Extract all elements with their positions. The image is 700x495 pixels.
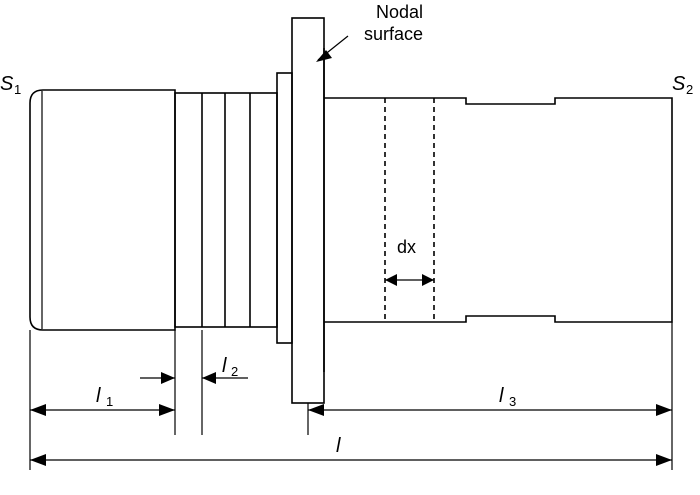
l-arrowhead-left — [30, 454, 46, 466]
l3-subscript: 3 — [509, 394, 516, 409]
l3-label: l — [499, 385, 504, 407]
l1-arrowhead-left — [30, 404, 46, 416]
l-label: l — [336, 435, 341, 457]
s2-label: S — [672, 73, 686, 95]
l3-arrowhead-left — [308, 404, 324, 416]
l3-arrowhead-right — [656, 404, 672, 416]
dx-arrowhead-right — [422, 274, 434, 286]
nodal-label-line1: Nodal — [376, 2, 423, 22]
nodal-pointer-head — [316, 50, 332, 62]
flange-outer — [291, 17, 325, 404]
l2-label: l — [222, 355, 227, 377]
piezo-stack — [174, 92, 278, 328]
flange-inner — [276, 72, 293, 344]
l1-subscript: 1 — [106, 394, 113, 409]
s1-label: S — [0, 73, 14, 95]
s1-subscript: 1 — [14, 82, 21, 97]
nodal-label-line2: surface — [364, 24, 423, 44]
l2-subscript: 2 — [231, 364, 238, 379]
back-mass — [29, 89, 176, 331]
s2-subscript: 2 — [686, 82, 693, 97]
horn — [324, 97, 673, 323]
l1-label: l — [96, 385, 101, 407]
l1-arrowhead-right — [159, 404, 175, 416]
l2-arrowhead-right — [202, 372, 216, 384]
l-arrowhead-right — [656, 454, 672, 466]
dx-arrowhead-left — [385, 274, 397, 286]
dx-label: dx — [397, 237, 416, 257]
l2-arrowhead-left — [161, 372, 175, 384]
